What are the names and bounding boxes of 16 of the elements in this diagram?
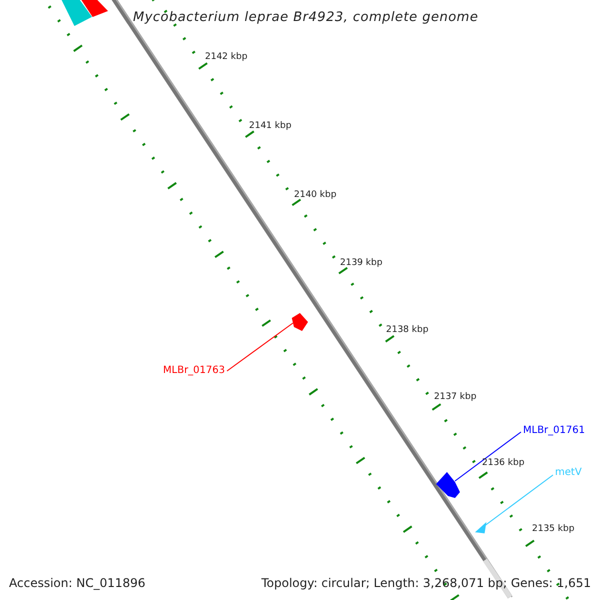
tick-label: 2142 kbp [205, 51, 248, 64]
title: Mycobacterium leprae Br4923, complete genome [133, 9, 478, 27]
tick-label: 2136 kbp [482, 457, 524, 470]
leader-line [454, 432, 522, 482]
tick-label: 2140 kbp [294, 189, 336, 202]
tick-label: 2139 kbp [340, 257, 382, 270]
tick-label: 2135 kbp [532, 523, 574, 536]
gene-label: MLBr_01763 [150, 363, 225, 378]
gene-label: metV [555, 465, 595, 480]
tick-label: 2137 kbp [434, 391, 476, 404]
footer-text: Accession: NC_011896 [9, 575, 146, 592]
footer-text: Topology: circular; Length: 3,268,071 bp; Genes: 1,651 [261, 575, 591, 592]
tick-label: 2138 kbp [386, 324, 428, 337]
leader-line [226, 322, 294, 372]
gene-label: MLBr_01761 [523, 423, 598, 438]
tick-label: 2141 kbp [249, 120, 292, 133]
